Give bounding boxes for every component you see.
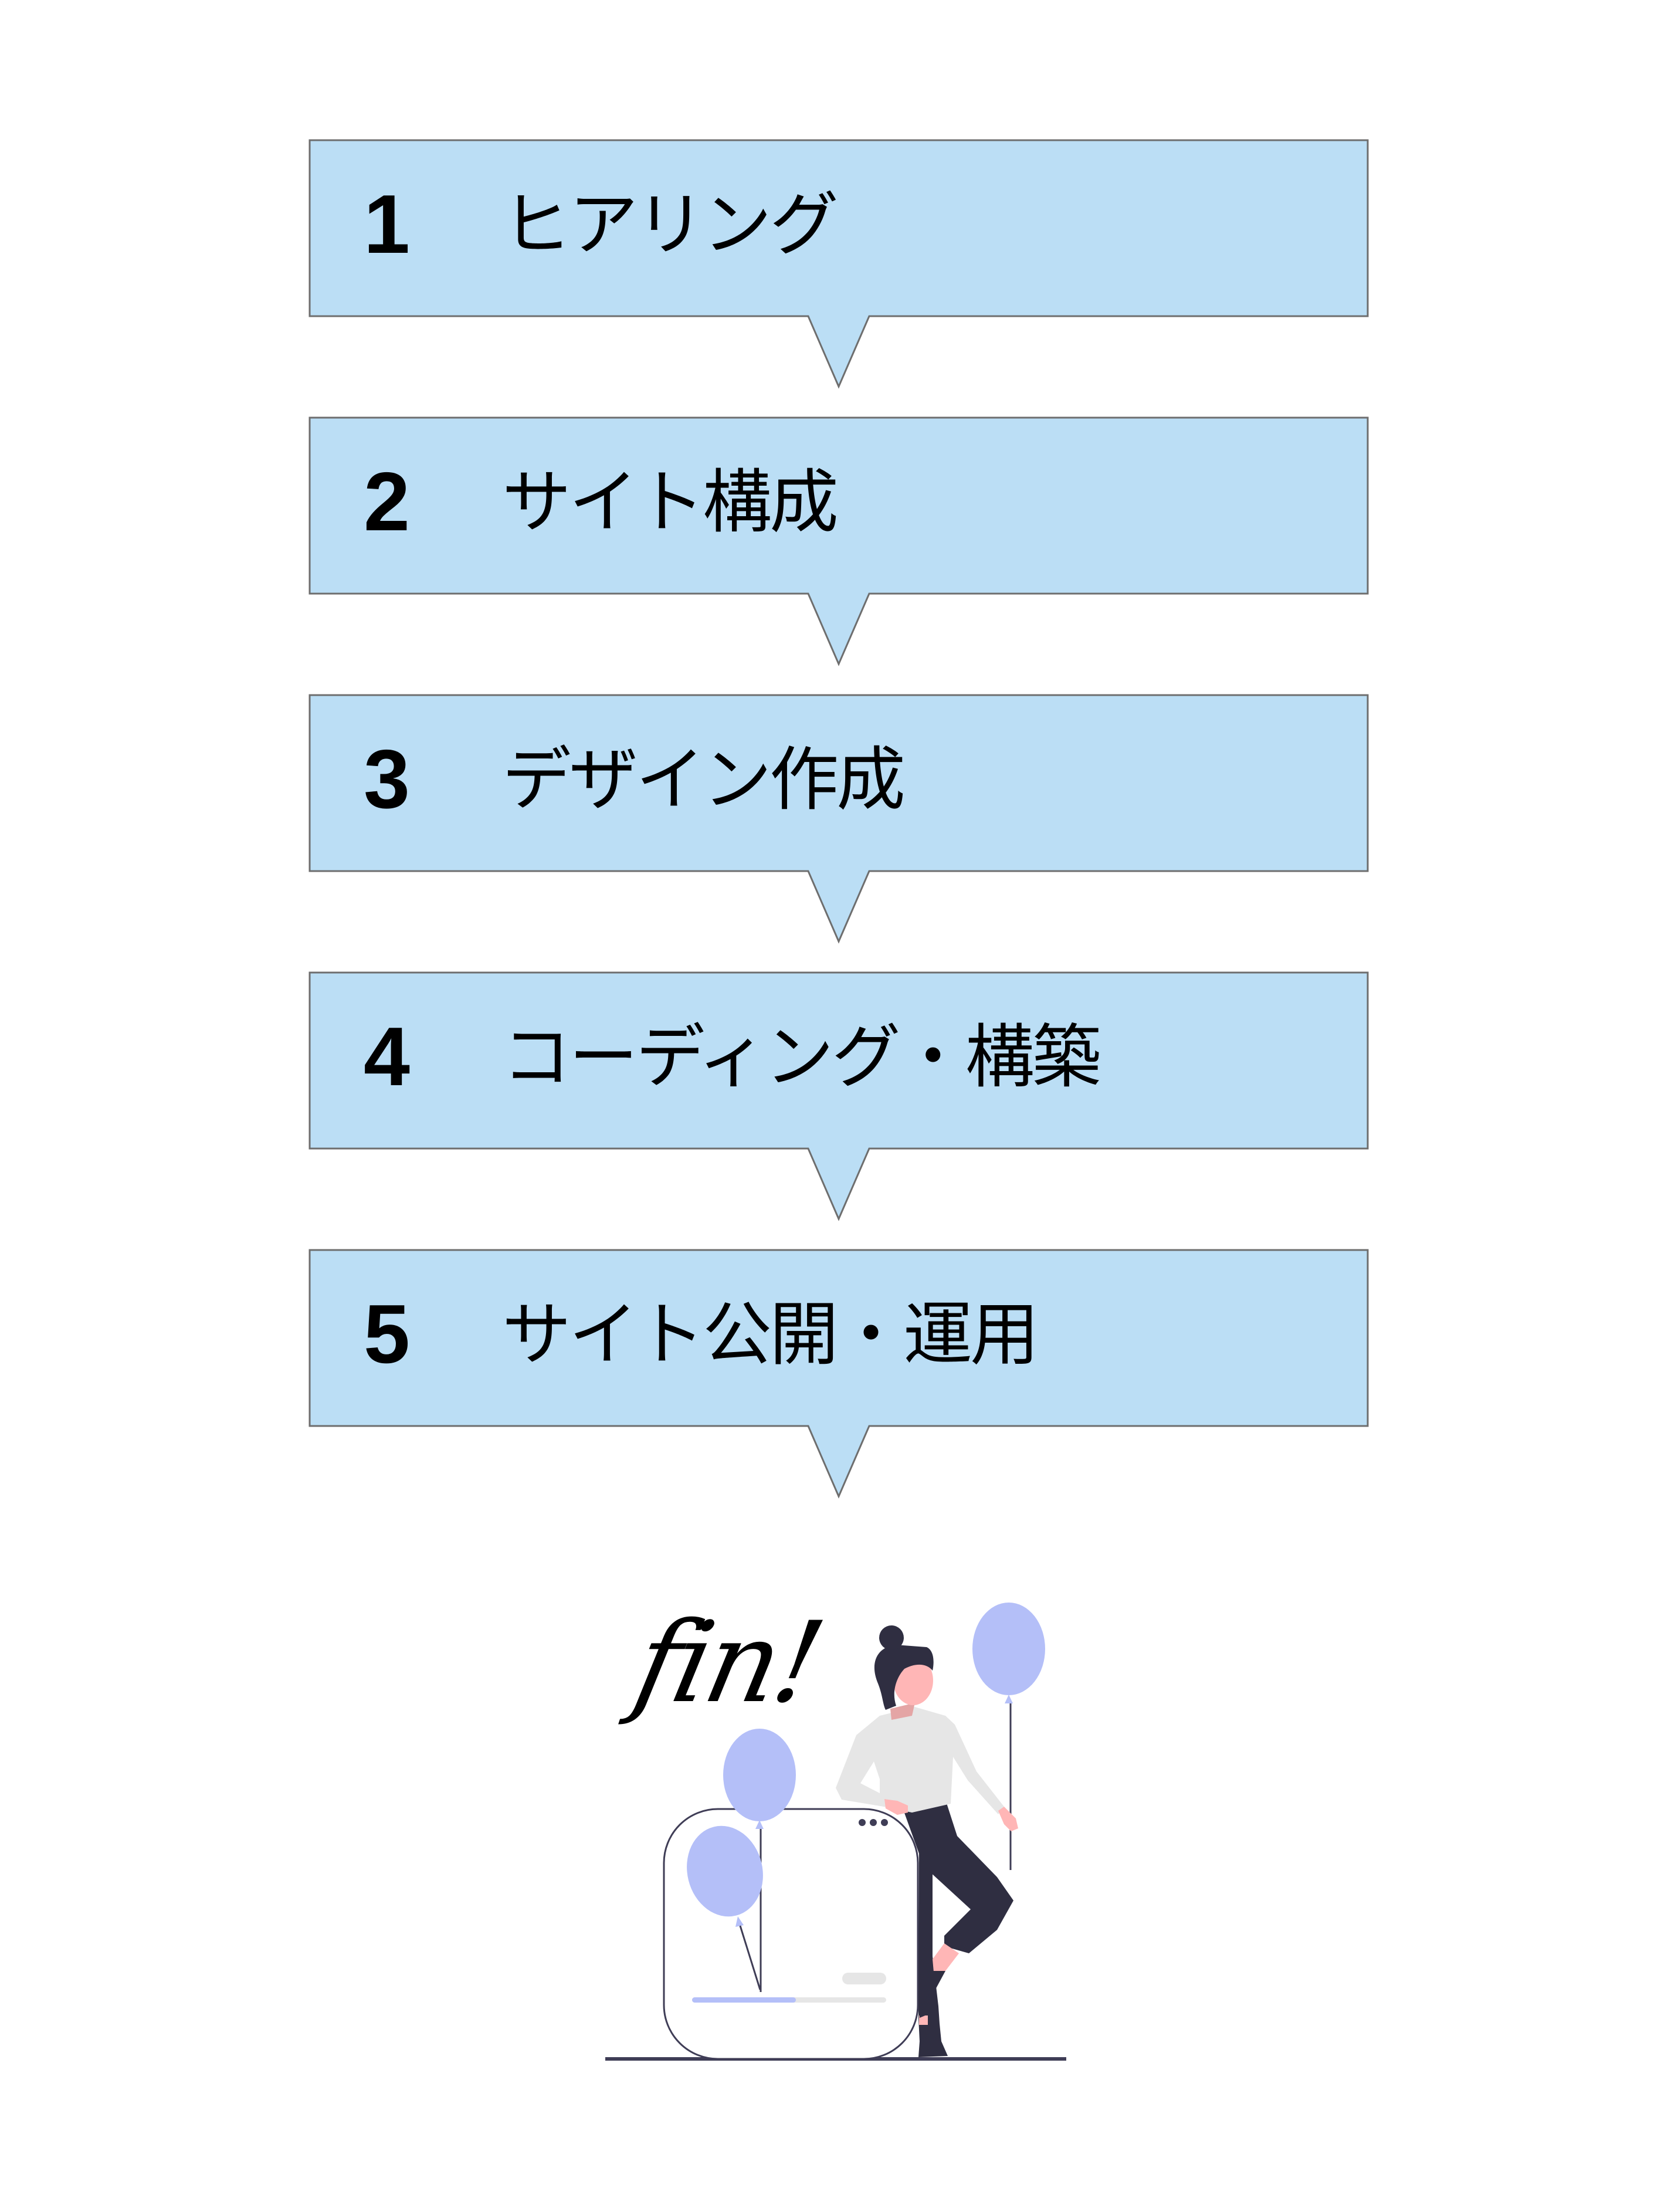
step-1-callout: 1 ヒアリング bbox=[308, 139, 1369, 389]
step-label: サイト構成 bbox=[502, 462, 839, 543]
step-number: 2 bbox=[364, 455, 410, 548]
step-number: 1 bbox=[364, 178, 410, 271]
balloon-icon bbox=[972, 1603, 1045, 1870]
step-number: 3 bbox=[364, 733, 410, 826]
dot-icon bbox=[859, 1819, 866, 1826]
step-4-callout: 4 コーディング・構築 bbox=[308, 971, 1369, 1221]
callout-shape-5 bbox=[308, 1249, 1369, 1499]
step-label: サイト公開・運用 bbox=[502, 1294, 1039, 1375]
balloon-icon bbox=[723, 1729, 796, 1992]
step-number: 5 bbox=[364, 1288, 410, 1381]
woman-figure bbox=[836, 1625, 1018, 2057]
progress-fill bbox=[692, 1997, 796, 2003]
window-card bbox=[663, 1808, 919, 2060]
hair-bun-icon bbox=[879, 1625, 904, 1650]
callout-shape-3 bbox=[308, 694, 1369, 944]
balloon-icon bbox=[687, 1825, 763, 1990]
step-2-callout: 2 サイト構成 bbox=[308, 416, 1369, 666]
dot-icon bbox=[881, 1819, 888, 1826]
callout-shape-4 bbox=[308, 971, 1369, 1221]
dot-icon bbox=[870, 1819, 877, 1826]
step-number: 4 bbox=[364, 1010, 410, 1103]
step-5-callout: 5 サイト公開・運用 bbox=[308, 1249, 1369, 1499]
step-label: ヒアリング bbox=[502, 184, 839, 265]
fin-caption: fin! bbox=[624, 1598, 832, 1727]
step-label: デザイン作成 bbox=[502, 739, 906, 820]
callout-shape-2 bbox=[308, 416, 1369, 666]
step-3-callout: 3 デザイン作成 bbox=[308, 694, 1369, 944]
progress-track bbox=[692, 1997, 886, 2003]
ground-line bbox=[605, 2057, 1066, 2061]
card-pill-button bbox=[842, 1973, 886, 1984]
step-label: コーディング・構築 bbox=[502, 1017, 1101, 1097]
callout-shape-1 bbox=[308, 139, 1369, 389]
